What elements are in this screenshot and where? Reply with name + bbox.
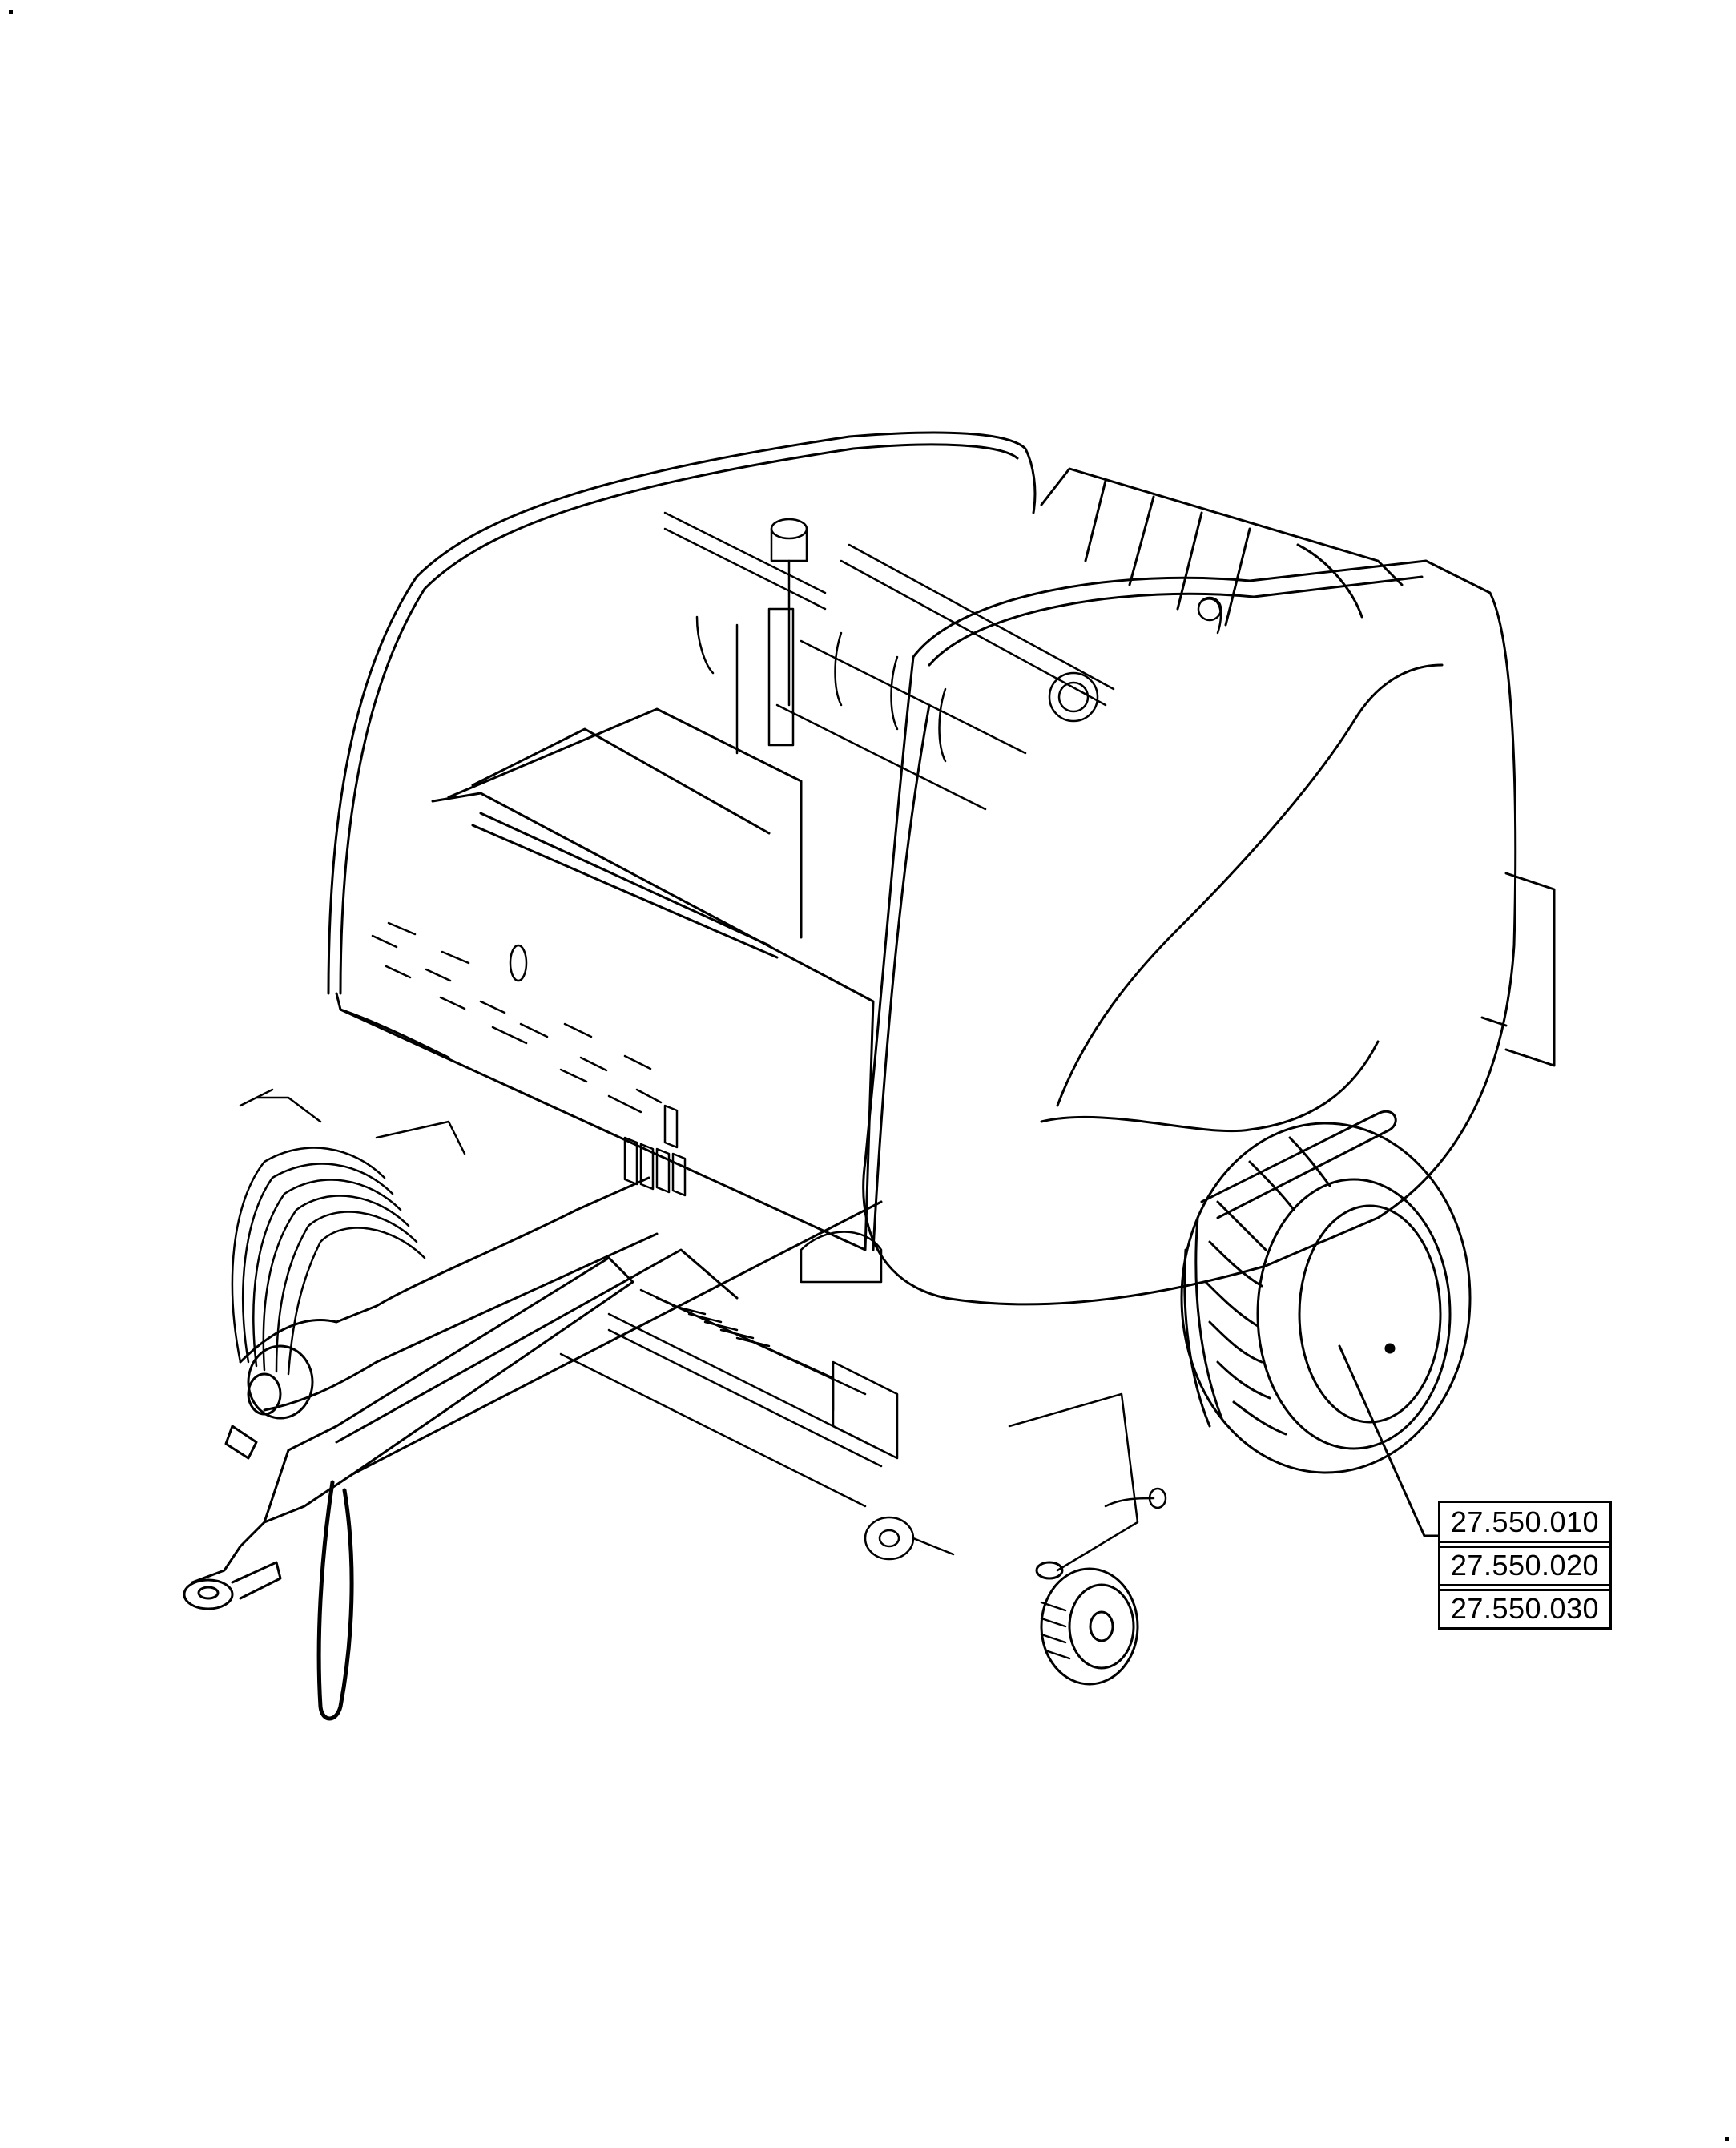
registration-mark-top-left bbox=[9, 10, 13, 14]
drawbar-hitch bbox=[184, 1178, 881, 1609]
callout-reference-1[interactable]: 27.550.010 bbox=[1450, 1505, 1600, 1538]
hydraulic-hoses bbox=[232, 1090, 465, 1374]
front-panel-vent-slots bbox=[373, 923, 685, 1195]
gauge-wheel bbox=[1037, 1562, 1138, 1684]
pickup-assembly bbox=[561, 1232, 1166, 1571]
callout-reference-2[interactable]: 27.550.020 bbox=[1440, 1541, 1609, 1584]
main-wheel bbox=[1182, 1111, 1470, 1473]
safety-chain bbox=[319, 1482, 352, 1719]
registration-mark-bottom-right bbox=[1725, 2137, 1729, 2141]
top-internals bbox=[665, 513, 1221, 809]
callout-reference-3[interactable]: 27.550.030 bbox=[1440, 1584, 1609, 1627]
callout-reference-table: 27.550.010 27.550.020 27.550.030 bbox=[1438, 1501, 1612, 1630]
body-shell bbox=[328, 433, 1554, 1304]
callout-leader-line bbox=[1339, 1346, 1438, 1536]
